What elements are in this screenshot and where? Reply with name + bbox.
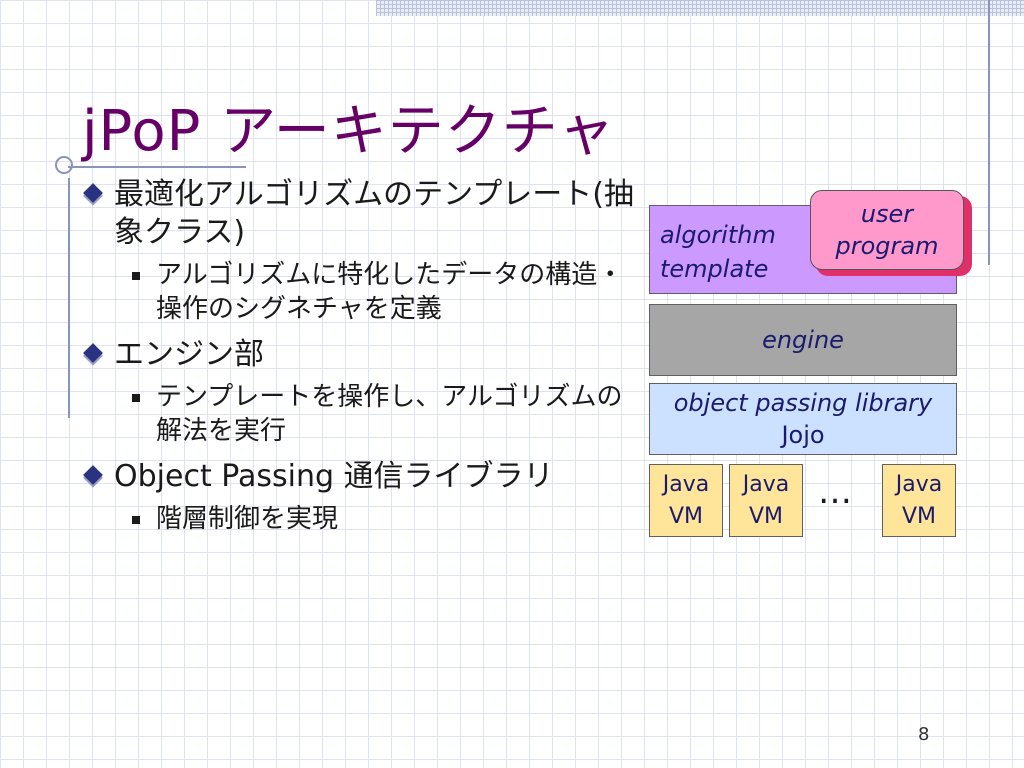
title-underline-rule — [68, 166, 246, 168]
diamond-bullet-icon — [83, 465, 103, 485]
java-vm-label-line2: VM — [748, 503, 784, 529]
bullet-item: エンジン部 — [80, 336, 640, 374]
bullet-item: 最適化アルゴリズムのテンプレート(抽象クラス) — [80, 176, 640, 252]
engine-label: engine — [762, 326, 844, 354]
crosshair-icon — [55, 156, 73, 174]
java-vm-box: Java VM — [882, 464, 956, 537]
ellipsis-label: … — [818, 472, 854, 512]
square-bullet-icon — [132, 272, 140, 280]
bullet-text: エンジン部 — [114, 337, 264, 372]
diamond-bullet-icon — [83, 183, 103, 203]
diamond-bullet-icon — [83, 343, 103, 363]
java-vm-box: Java VM — [729, 464, 803, 537]
sub-bullet-item: 階層制御を実現 — [132, 502, 640, 536]
bullet-item: Object Passing 通信ライブラリ — [80, 458, 640, 496]
bullet-list: 最適化アルゴリズムのテンプレート(抽象クラス) アルゴリズムに特化したデータの構… — [80, 176, 640, 546]
left-decoration-rule — [68, 178, 70, 418]
slide-title: jPoP アーキテクチャ — [82, 99, 616, 164]
java-vm-label-line1: Java — [895, 471, 943, 497]
bullet-text: 最適化アルゴリズムのテンプレート(抽象クラス) — [114, 177, 634, 250]
square-bullet-icon — [132, 516, 140, 524]
sub-bullet-item: テンプレートを操作し、アルゴリズムの解法を実行 — [132, 380, 640, 448]
sub-bullet-text: 階層制御を実現 — [156, 504, 339, 534]
object-passing-library-box: object passing library Jojo — [649, 383, 957, 455]
sub-bullet-item: アルゴリズムに特化したデータの構造・操作のシグネチャを定義 — [132, 258, 640, 326]
square-bullet-icon — [132, 394, 140, 402]
java-vm-label-line1: Java — [742, 471, 790, 497]
object-passing-library-label: object passing library — [673, 389, 933, 417]
java-vm-label-line1: Java — [662, 471, 710, 497]
sub-bullet-text: テンプレートを操作し、アルゴリズムの解法を実行 — [156, 382, 623, 446]
java-vm-label-line2: VM — [668, 503, 704, 529]
user-program-label: user program — [835, 200, 939, 260]
java-vm-box: Java VM — [649, 464, 723, 537]
sub-bullet-text: アルゴリズムに特化したデータの構造・操作のシグネチャを定義 — [156, 260, 624, 324]
engine-box: engine — [649, 304, 957, 376]
bullet-text: Object Passing 通信ライブラリ — [114, 459, 554, 494]
java-vm-label-line2: VM — [901, 503, 937, 529]
top-decoration-band — [376, 0, 1024, 16]
jojo-label: Jojo — [781, 421, 825, 449]
page-number: 8 — [918, 724, 930, 745]
algorithm-template-label: algorithm template — [660, 221, 776, 283]
right-decoration-rule — [988, 0, 990, 265]
user-program-box: user program — [810, 190, 964, 270]
